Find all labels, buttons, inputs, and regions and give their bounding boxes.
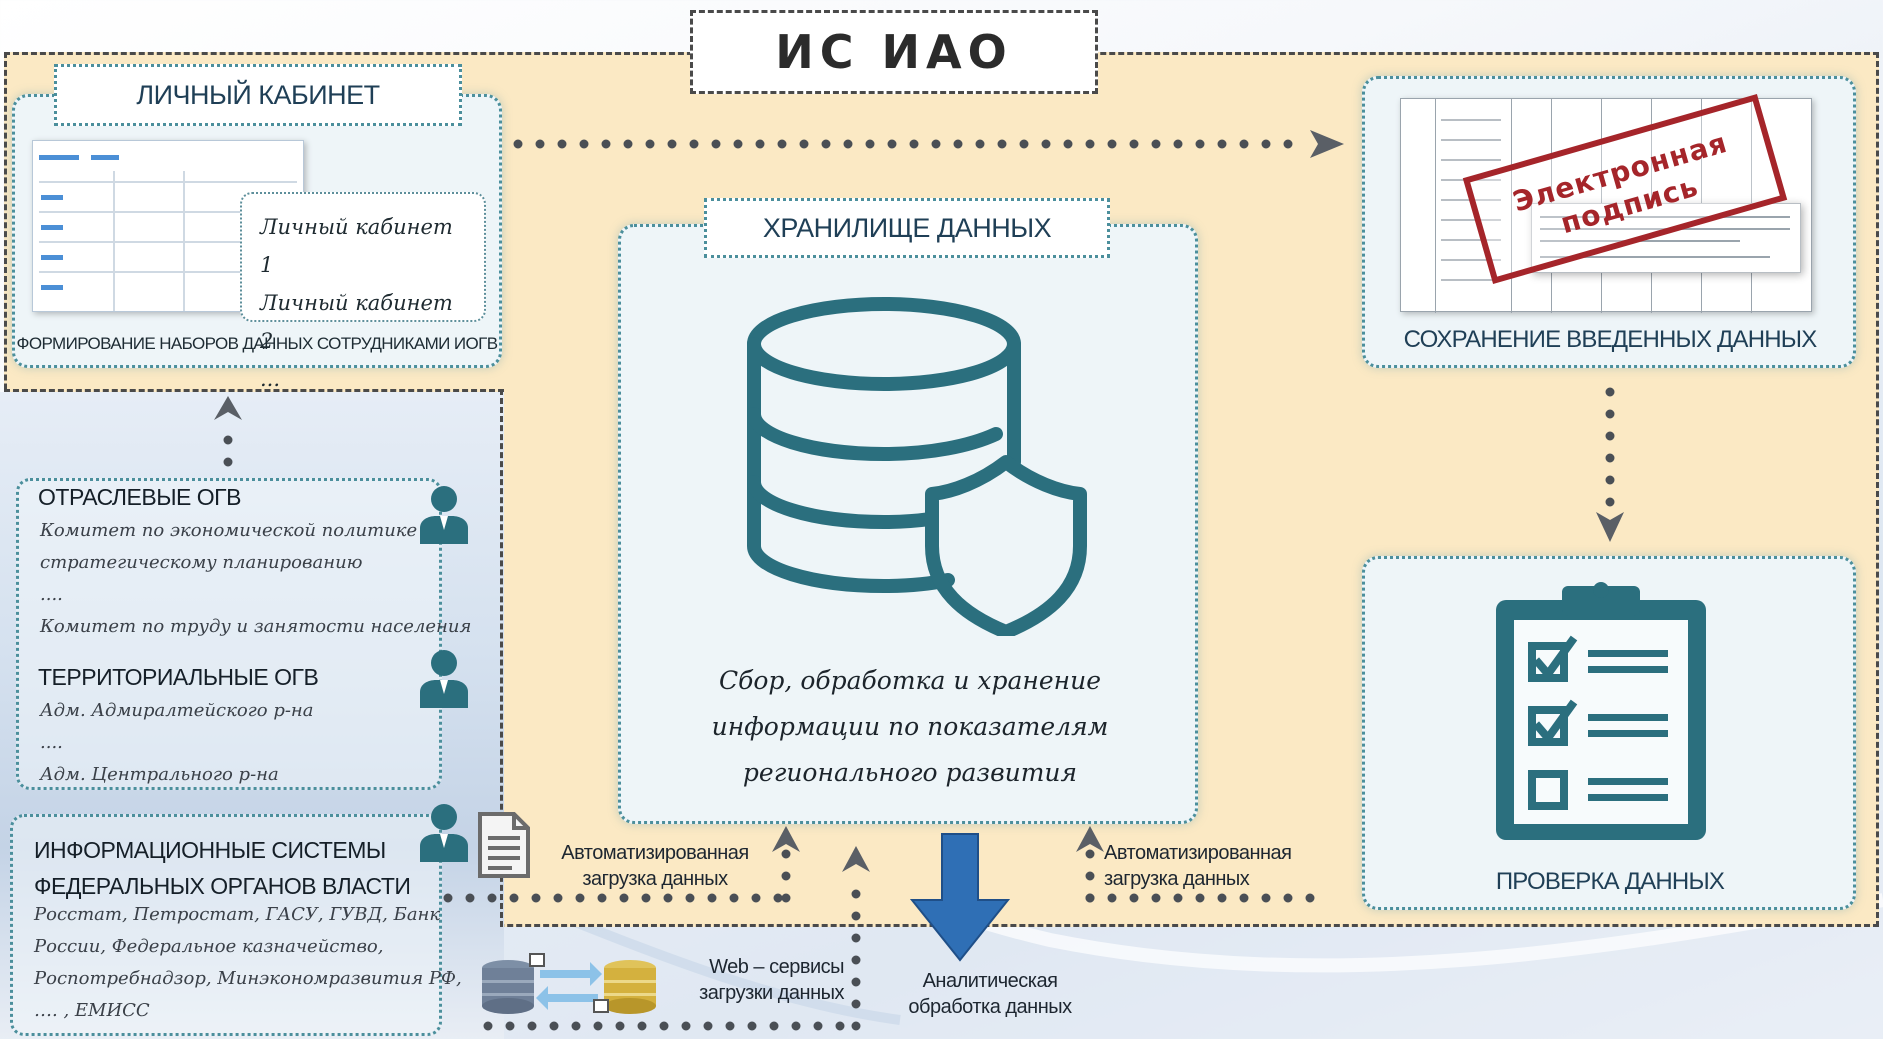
person-icon — [420, 486, 468, 544]
branch-ogv-line: Комитет по экономической политике и — [40, 520, 435, 541]
storage-description: Сбор, обработка и хранение информации по… — [640, 658, 1180, 796]
label-line: Аналитическая — [922, 970, 1058, 992]
federal-is-line: России, Федеральное казначейство, — [34, 936, 384, 957]
personal-cabinet-caption: ФОРМИРОВАНИЕ НАБОРОВ ДАННЫХ СОТРУДНИКАМИ… — [16, 334, 499, 353]
clipboard-checklist-icon — [1496, 582, 1706, 840]
person-icon — [420, 650, 468, 708]
storage-description-line: регионального развития — [742, 758, 1078, 787]
personal-cabinet-label: ЛИЧНЫЙ КАБИНЕТ — [54, 64, 462, 126]
analytics-label: Аналитическая обработка данных — [880, 968, 1100, 1020]
cabinet-item[interactable]: Личный кабинет 2 — [260, 291, 453, 353]
person-icon — [420, 804, 468, 862]
label-line: загрузки данных — [699, 982, 844, 1004]
federal-is-line: Роспотребнадзор, Минэкономразвития РФ, — [34, 968, 462, 989]
storage-description-line: Сбор, обработка и хранение — [718, 666, 1102, 695]
saved-data-screenshot — [1400, 98, 1812, 313]
database-shield-icon — [747, 297, 1087, 636]
branch-ogv-line: .... — [40, 584, 63, 605]
label-line: загрузка данных — [1104, 868, 1250, 890]
federal-is-title: ИНФОРМАЦИОННЫЕ СИСТЕМЫ ФЕДЕРАЛЬНЫХ ОРГАН… — [34, 832, 411, 904]
federal-is-line: Росстат, Петростат, ГАСУ, ГУВД, Банк — [34, 904, 441, 925]
federal-is-line: …. , ЕМИСС — [34, 1000, 150, 1021]
check-caption: ПРОВЕРКА ДАННЫХ — [1495, 868, 1725, 895]
label-line: обработка данных — [908, 996, 1072, 1018]
label-line: Автоматизированная — [1104, 842, 1292, 864]
saving-caption: СОХРАНЕНИЕ ВВЕДЕННЫХ ДАННЫХ — [1403, 326, 1818, 353]
system-title: ИС ИАО — [690, 10, 1098, 94]
label-line: Web – сервисы — [709, 956, 844, 978]
branch-ogv-panel — [16, 478, 442, 790]
area-border — [4, 389, 504, 392]
label-line: загрузка данных — [582, 868, 728, 890]
cabinet-item[interactable]: Личный кабинет 1 — [260, 215, 453, 277]
document-icon — [478, 812, 530, 878]
servers-exchange-icon — [482, 953, 656, 1014]
auto-load-right-label: Автоматизированная загрузка данных — [1104, 840, 1334, 892]
branch-ogv-line: стратегическому планированию — [40, 552, 363, 573]
label-line: Автоматизированная — [561, 842, 749, 864]
area-border — [500, 389, 503, 927]
branch-ogv-line: Комитет по труду и занятости населения — [40, 616, 472, 637]
federal-is-panel — [10, 814, 442, 1036]
cabinet-list: Личный кабинет 1 Личный кабинет 2 ... — [240, 192, 486, 391]
web-services-label: Web – сервисы загрузки данных — [664, 954, 844, 1006]
federal-is-title-line: ИНФОРМАЦИОННЫЕ СИСТЕМЫ — [34, 837, 386, 863]
territorial-ogv-line: Адм. Центрального р-на — [40, 764, 279, 785]
cabinet-item[interactable]: ... — [260, 367, 281, 391]
branch-ogv-title: ОТРАСЛЕВЫЕ ОГВ — [38, 484, 241, 510]
storage-description-line: информации по показателям — [711, 712, 1109, 741]
auto-load-left-label: Автоматизированная загрузка данных — [540, 840, 770, 892]
federal-is-title-line: ФЕДЕРАЛЬНЫХ ОРГАНОВ ВЛАСТИ — [34, 873, 411, 899]
data-storage-label: ХРАНИЛИЩЕ ДАННЫХ — [704, 198, 1110, 258]
territorial-ogv-line: Адм. Адмиралтейского р-на — [40, 700, 314, 721]
territorial-ogv-title: ТЕРРИТОРИАЛЬНЫЕ ОГВ — [38, 664, 319, 690]
territorial-ogv-line: .... — [40, 732, 63, 753]
